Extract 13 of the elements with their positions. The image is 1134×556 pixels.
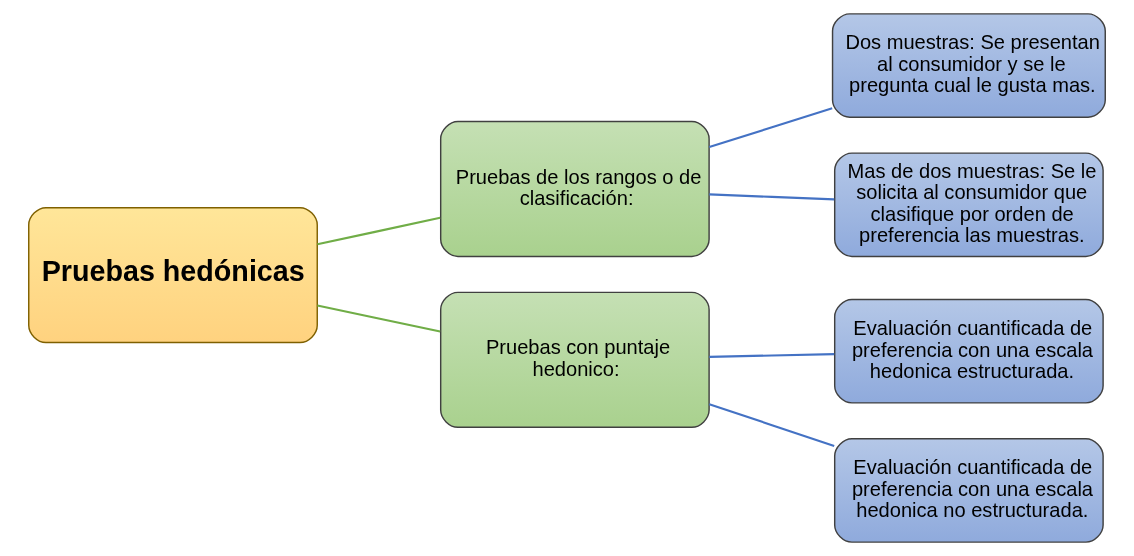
node-box: Dos muestras: Se presentan al consumidor y se le pregunta cual le gusta mas. (831, 13, 1106, 118)
node-box: Pruebas hedónicas (28, 206, 318, 344)
connector (709, 193, 835, 201)
connector (708, 107, 833, 149)
node-box: Evaluación cuantificada de preferencia con una escala hedonica estructurada. (833, 298, 1104, 404)
node-box: Mas de dos muestras: Se le solicita al consumidor que clasifique por orden de preferencia las muestras. (833, 152, 1104, 258)
node-box: Pruebas de los rangos o de clasificación: (439, 120, 710, 258)
connector (317, 216, 441, 246)
connector (708, 403, 835, 447)
node-box: Evaluación cuantificada de preferencia con una escala hedonica no estructurada. (833, 438, 1104, 543)
connector (317, 304, 441, 333)
connector (709, 353, 835, 358)
node-box: Pruebas con puntaje hedonico: (439, 291, 710, 428)
